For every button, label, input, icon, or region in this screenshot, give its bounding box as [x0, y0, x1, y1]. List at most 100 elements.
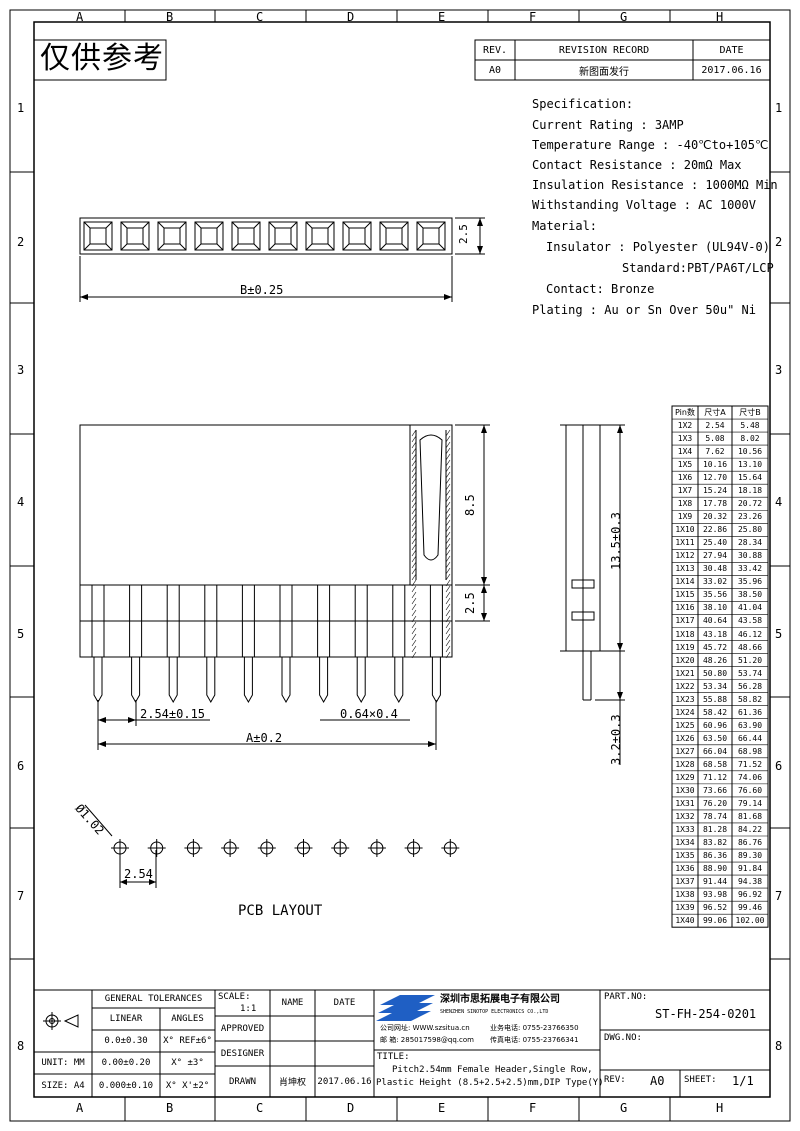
pin-table-cell: 51.20 — [737, 655, 763, 665]
pin-table-cell: 1X18 — [675, 629, 695, 639]
pin-table-cell: 1X14 — [675, 577, 695, 587]
pin-table-cell: 1X10 — [675, 525, 695, 535]
pin-table-cell: 53.74 — [737, 668, 763, 678]
grid-row-label: 8 — [775, 1039, 783, 1053]
pin-table-cell: 1X9 — [677, 512, 693, 522]
pin-table-cell: 41.04 — [737, 603, 763, 613]
pin-table-cell: 40.64 — [702, 616, 728, 626]
rev-header: REV. — [482, 44, 508, 56]
top-contact-opening — [379, 221, 409, 251]
pin-table-cell: 63.50 — [702, 733, 728, 743]
pin-table-cell: 60.96 — [702, 720, 728, 730]
linear-tol-3: 0.000±0.10 — [98, 1080, 154, 1091]
top-contact-opening — [305, 221, 335, 251]
pin-table-cell: 20.72 — [737, 499, 763, 509]
pin-table-cell: 84.22 — [737, 824, 763, 834]
front-pin — [129, 585, 143, 704]
pin-table-cell: 2.54 — [705, 421, 725, 431]
grid-row-label: 4 — [775, 495, 783, 509]
grid-col-label: G — [620, 1101, 628, 1115]
pcb-hole — [184, 839, 203, 857]
date-header: DATE — [719, 44, 744, 56]
pin-table-cell: 38.10 — [702, 603, 728, 613]
pin-table-cell: 30.48 — [702, 564, 728, 574]
pin-table-cell: 86.36 — [702, 851, 728, 861]
pin-table-cell: 1X6 — [677, 473, 693, 483]
pin-table-cell: 1X4 — [677, 447, 693, 457]
pin-table-cell: 1X38 — [675, 890, 695, 900]
grid-row-label: 5 — [775, 627, 783, 641]
pin-table-cell: 1X26 — [675, 733, 695, 743]
pcb-hole — [294, 839, 313, 857]
grid-row-label: 8 — [17, 1039, 25, 1053]
pin-table-cell: 8.02 — [740, 434, 760, 444]
pin-table-cell: 1X20 — [675, 655, 695, 665]
top-contact-opening — [194, 221, 224, 251]
pin-table-cell: 56.28 — [737, 681, 763, 691]
pin-table-cell: 1X30 — [675, 785, 695, 795]
dim-b-length: B±0.25 — [240, 283, 284, 297]
linear-tol-2: 0.00±0.20 — [101, 1058, 151, 1068]
part-no-value: ST-FH-254-0201 — [655, 1007, 757, 1021]
pin-table-cell: 50.80 — [702, 668, 728, 678]
pin-table-cell: 61.36 — [737, 707, 763, 717]
contact-phone: 业务电话: 0755-23766350 — [490, 1024, 579, 1032]
pin-table-header: 尺寸A — [704, 408, 726, 417]
rev-label: REV: — [604, 1075, 626, 1085]
dim-tail: 3.2±0.3 — [609, 714, 623, 765]
pin-table-cell: 76.20 — [702, 798, 728, 808]
grid-row-label: 7 — [17, 889, 25, 903]
dim-body-height: 8.5 — [463, 494, 477, 516]
grid-col-label: D — [347, 1101, 355, 1115]
title-line-2: Plastic Height (8.5+2.5+2.5)mm,DIP Type(… — [376, 1078, 604, 1088]
pin-table-cell: 63.90 — [737, 720, 763, 730]
pin-table-cell: 1X16 — [675, 603, 695, 613]
pin-table-cell: 91.44 — [702, 877, 728, 887]
pin-table-cell: 53.34 — [702, 681, 728, 691]
general-tolerances-label: GENERAL TOLERANCES — [104, 994, 203, 1004]
spec-line: Temperature Range : -40℃to+105℃ — [532, 138, 769, 152]
pin-table-cell: 93.98 — [702, 890, 728, 900]
pin-table-cell: 45.72 — [702, 642, 728, 652]
pin-table-cell: 5.48 — [740, 421, 760, 431]
reference-watermark: 仅供参考 — [40, 41, 164, 76]
pin-table-cell: 76.60 — [737, 785, 763, 795]
pin-table-cell: 1X28 — [675, 759, 695, 769]
pin-table-cell: 15.24 — [702, 486, 728, 496]
pin-table-cell: 33.42 — [737, 564, 763, 574]
dim-total-height: 13.5±0.3 — [609, 512, 623, 570]
revision-date-value: 2017.06.16 — [701, 64, 762, 76]
pin-table-cell: 81.68 — [737, 811, 763, 821]
pin-table-cell: 17.78 — [702, 499, 728, 509]
pin-table-cell: 46.12 — [737, 629, 763, 639]
grid-row-label: 2 — [775, 235, 783, 249]
pin-table-cell: 55.88 — [702, 694, 728, 704]
angle-tol-3: X° X'±2° — [165, 1080, 210, 1091]
pin-table-cell: 74.06 — [737, 772, 763, 782]
contact-website: 公司网址: WWW.szsitua.cn — [380, 1024, 470, 1032]
linear-label: LINEAR — [109, 1014, 143, 1024]
grid-row-label: 4 — [17, 495, 25, 509]
pin-table-cell: 48.26 — [702, 655, 728, 665]
section-hatch — [411, 429, 451, 659]
pin-table-cell: 25.40 — [702, 538, 728, 548]
dim-base-height: 2.5 — [463, 592, 477, 614]
pin-table-cell: 5.08 — [705, 434, 725, 444]
pin-table-cell: 10.16 — [702, 460, 728, 470]
pin-table-cell: 1X39 — [675, 903, 695, 913]
pin-table-cell: 88.90 — [702, 864, 728, 874]
rev-value-tb: A0 — [650, 1074, 665, 1088]
pin-table-cell: 83.82 — [702, 837, 728, 847]
pcb-hole — [221, 839, 240, 857]
name-header: NAME — [281, 998, 304, 1008]
grid-col-label: C — [256, 10, 264, 24]
top-contact-opening — [268, 221, 298, 251]
date-col-header: DATE — [333, 998, 356, 1008]
pin-table-cell: 89.30 — [737, 851, 763, 861]
size-label: SIZE: A4 — [41, 1080, 85, 1091]
pin-table-cell: 1X25 — [675, 720, 695, 730]
pcb-hole — [367, 839, 386, 857]
pin-table-cell: 1X27 — [675, 746, 695, 756]
spec-line: Insulation Resistance : 1000MΩ Min — [532, 178, 778, 192]
front-pin — [429, 585, 443, 704]
